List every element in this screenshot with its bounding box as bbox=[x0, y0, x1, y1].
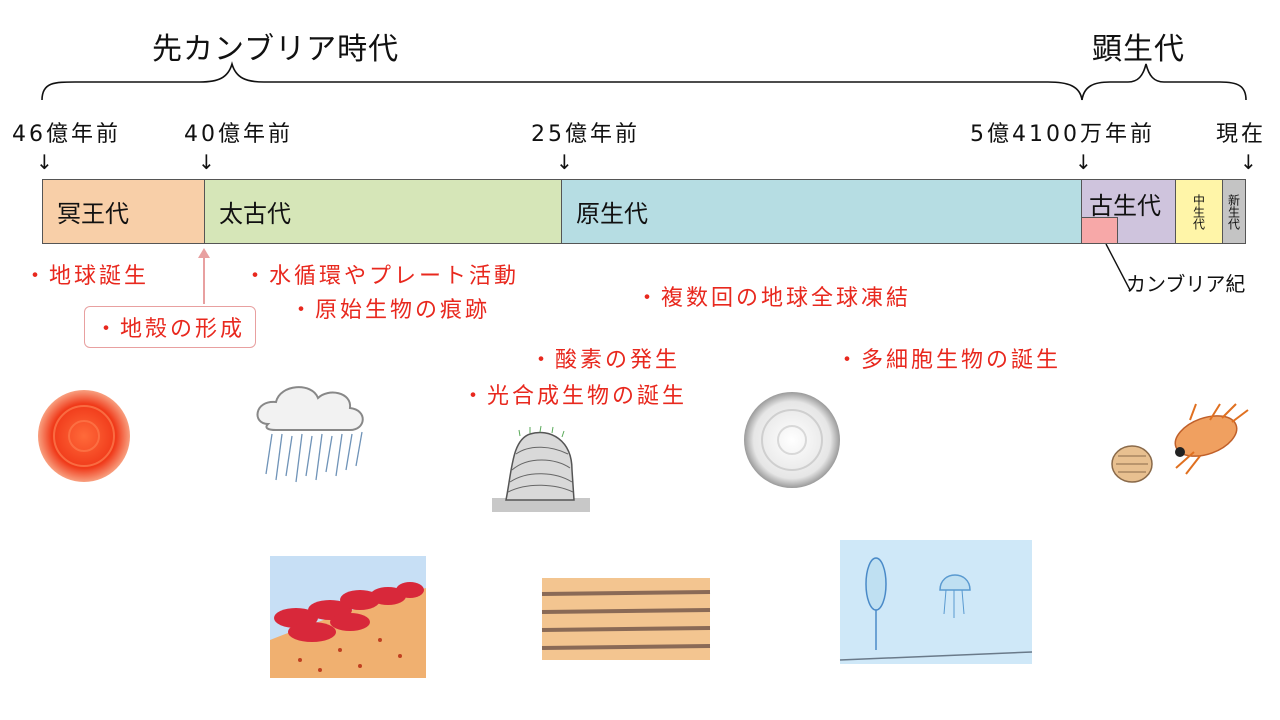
event-photosynthesis: ・光合成生物の誕生 bbox=[462, 384, 688, 409]
event-snowball: ・複数回の地球全球凍結 bbox=[636, 286, 912, 311]
time-25: 25億年前 bbox=[531, 122, 640, 147]
arrow-40: ↓ bbox=[198, 150, 215, 174]
eon-archean-label: 太古代 bbox=[219, 200, 291, 228]
stromatolite-icon bbox=[492, 425, 590, 512]
time-541: 5億4100万年前 bbox=[970, 122, 1155, 147]
arrow-46: ↓ bbox=[36, 150, 53, 174]
time-46: 46億年前 bbox=[12, 122, 121, 147]
precambrian-brace bbox=[41, 61, 1083, 101]
cambrian-creatures-icon bbox=[1111, 403, 1249, 483]
banded-iron-icon bbox=[541, 578, 711, 660]
cambrian-label: カンブリア紀 bbox=[1126, 272, 1246, 296]
era-cenozoic: 新生代 bbox=[1222, 179, 1246, 244]
event-water-plate: ・水循環やプレート活動 bbox=[244, 264, 520, 289]
eon-proterozoic-label: 原生代 bbox=[576, 200, 648, 228]
phanerozoic-title: 顕生代 bbox=[1092, 32, 1185, 67]
cambrian-period-box bbox=[1081, 217, 1118, 244]
red-planet-icon bbox=[38, 390, 130, 482]
era-paleozoic-label: 古生代 bbox=[1089, 192, 1161, 220]
eon-proterozoic: 原生代 bbox=[561, 179, 1082, 244]
arrow-25: ↓ bbox=[556, 150, 573, 174]
rain-cloud-icon bbox=[256, 386, 364, 483]
arrow-now: ↓ bbox=[1240, 150, 1257, 174]
event-multicellular: ・多細胞生物の誕生 bbox=[836, 348, 1062, 373]
time-40: 40億年前 bbox=[184, 122, 293, 147]
cambrian-leader-line bbox=[1105, 243, 1131, 291]
time-now: 現在 bbox=[1216, 122, 1267, 147]
event-crust-formation: ・地殻の形成 bbox=[84, 306, 257, 348]
arrow-541: ↓ bbox=[1075, 150, 1092, 174]
precambrian-title: 先カンブリア時代 bbox=[152, 32, 400, 67]
crust-arrow-head bbox=[198, 248, 210, 258]
magma-landscape-icon bbox=[270, 556, 426, 678]
event-earth-birth: ・地球誕生 bbox=[24, 264, 150, 289]
era-mesozoic: 中生代 bbox=[1175, 179, 1223, 244]
event-oxygen: ・酸素の発生 bbox=[530, 348, 681, 373]
ediacaran-sea-icon bbox=[839, 540, 1033, 664]
eon-hadean-label: 冥王代 bbox=[57, 200, 129, 228]
snowball-earth-icon bbox=[744, 392, 840, 488]
phanerozoic-brace bbox=[1081, 63, 1247, 101]
event-primitive-life: ・原始生物の痕跡 bbox=[290, 298, 491, 323]
eon-archean: 太古代 bbox=[204, 179, 562, 244]
